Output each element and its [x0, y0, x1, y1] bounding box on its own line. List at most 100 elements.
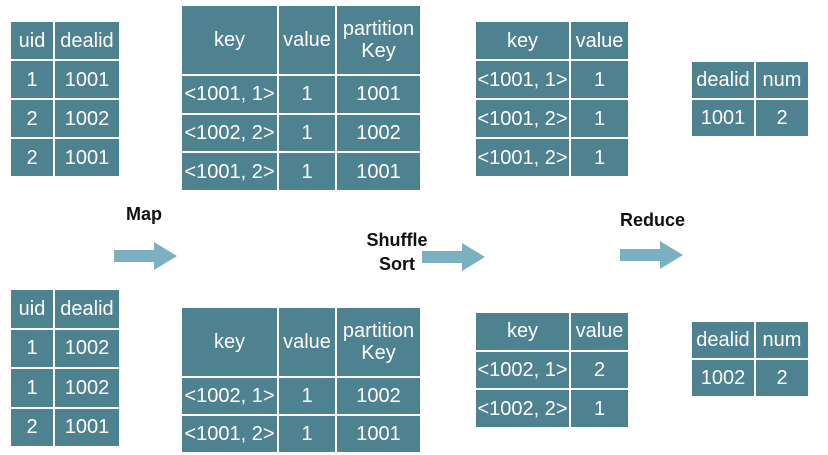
table-cell: 1 [277, 376, 337, 416]
table-header-row: key value [474, 20, 630, 61]
table-header-row: key value partition Key [180, 4, 422, 76]
table-header-row: key value partition Key [180, 306, 422, 378]
table-cell: <1002, 1> [180, 376, 279, 416]
table-cell: 1002 [335, 112, 422, 154]
table-row: <1001, 1> 1 1001 [180, 74, 422, 115]
table-cell: <1001, 2> [474, 98, 571, 139]
header-cell: value [569, 20, 630, 61]
header-cell: partition Key [335, 306, 422, 378]
table-header-row: key value [474, 311, 630, 352]
table-cell: 1002 [690, 358, 756, 398]
header-cell: dealid [53, 288, 121, 330]
table-cell: <1001, 2> [180, 414, 279, 454]
table-cell: 2 [754, 98, 810, 138]
table-row: <1001, 2> 1 1001 [180, 414, 422, 454]
header-cell: num [754, 320, 810, 360]
reduce-table-bottom: dealid num 1002 2 [690, 320, 810, 398]
table-cell: 1 [9, 59, 55, 100]
input-table-bottom: uid dealid 1 1002 1 1002 2 1001 [9, 288, 121, 448]
table-cell: 1 [9, 327, 55, 369]
table-cell: 1001 [53, 59, 121, 100]
header-cell: value [277, 306, 337, 378]
header-cell: dealid [53, 20, 121, 61]
reduce-table-top: dealid num 1001 2 [690, 60, 810, 138]
table-cell: 1002 [53, 367, 121, 409]
header-cell: key [180, 306, 279, 378]
header-cell: key [474, 311, 571, 352]
header-cell: uid [9, 20, 55, 61]
table-cell: 1001 [690, 98, 756, 138]
reduce-stage-label: Reduce [620, 210, 686, 230]
table-row: 1 1001 [9, 59, 121, 100]
table-cell: 1002 [53, 327, 121, 369]
header-cell: key [474, 20, 571, 61]
table-cell: <1001, 2> [180, 151, 279, 192]
header-cell: dealid [690, 320, 756, 360]
table-cell: <1002, 2> [474, 388, 571, 429]
table-cell: 2 [569, 349, 630, 391]
table-row: 1 1002 [9, 327, 121, 369]
table-cell: 1 [9, 367, 55, 409]
table-cell: 2 [9, 98, 55, 139]
table-cell: 1001 [335, 151, 422, 192]
table-row: <1001, 2> 1 [474, 137, 630, 178]
table-row: 1 1002 [9, 367, 121, 409]
header-cell: value [277, 4, 337, 76]
table-row: <1001, 1> 1 [474, 59, 630, 100]
table-cell: 1 [569, 59, 630, 100]
table-cell: 1 [569, 98, 630, 139]
table-cell: 2 [754, 358, 810, 398]
table-row: <1002, 2> 1 [474, 388, 630, 429]
table-row: <1001, 2> 1 1001 [180, 151, 422, 192]
map-arrow-icon [114, 242, 177, 270]
table-cell: <1001, 1> [474, 59, 571, 100]
table-row: 1002 2 [690, 358, 810, 398]
shuffle-table-bottom: key value <1002, 1> 2 <1002, 2> 1 [474, 311, 630, 429]
table-header-row: uid dealid [9, 20, 121, 61]
header-cell: uid [9, 288, 55, 330]
shuffle-stage-label: Shuffle Sort [362, 228, 432, 277]
shuffle-arrow-icon [422, 243, 485, 271]
table-row: <1002, 1> 2 [474, 349, 630, 391]
table-cell: <1001, 2> [474, 137, 571, 178]
table-cell: 1 [277, 414, 337, 454]
header-cell: value [569, 311, 630, 352]
table-cell: <1002, 1> [474, 349, 571, 391]
header-cell: num [754, 60, 810, 100]
table-row: 2 1002 [9, 98, 121, 139]
table-row: 1001 2 [690, 98, 810, 138]
input-table-top: uid dealid 1 1001 2 1002 2 1001 [9, 20, 121, 178]
table-cell: 1 [277, 74, 337, 115]
map-table-bottom: key value partition Key <1002, 1> 1 1002… [180, 306, 422, 454]
table-row: <1001, 2> 1 [474, 98, 630, 139]
table-cell: 1 [277, 112, 337, 154]
table-cell: 2 [9, 406, 55, 448]
header-cell: partition Key [335, 4, 422, 76]
table-cell: <1002, 2> [180, 112, 279, 154]
table-cell: 1002 [53, 98, 121, 139]
shuffle-table-top: key value <1001, 1> 1 <1001, 2> 1 <1001,… [474, 20, 630, 178]
table-row: 2 1001 [9, 137, 121, 178]
table-row: <1002, 2> 1 1002 [180, 112, 422, 154]
table-cell: 1 [569, 388, 630, 429]
table-row: <1002, 1> 1 1002 [180, 376, 422, 416]
table-cell: 1001 [335, 414, 422, 454]
table-cell: 1001 [53, 137, 121, 178]
map-stage-label: Map [126, 204, 162, 224]
table-header-row: dealid num [690, 320, 810, 360]
table-row: 2 1001 [9, 406, 121, 448]
table-cell: 2 [9, 137, 55, 178]
table-cell: 1001 [53, 406, 121, 448]
shuffle-label-line1: Shuffle [366, 230, 428, 250]
table-cell: 1002 [335, 376, 422, 416]
map-table-top: key value partition Key <1001, 1> 1 1001… [180, 4, 422, 192]
table-header-row: uid dealid [9, 288, 121, 330]
table-header-row: dealid num [690, 60, 810, 100]
header-cell: dealid [690, 60, 756, 100]
table-cell: 1 [569, 137, 630, 178]
reduce-arrow-icon [620, 241, 683, 269]
shuffle-label-line2: Sort [379, 254, 415, 275]
table-cell: 1 [277, 151, 337, 192]
table-cell: 1001 [335, 74, 422, 115]
table-cell: <1001, 1> [180, 74, 279, 115]
